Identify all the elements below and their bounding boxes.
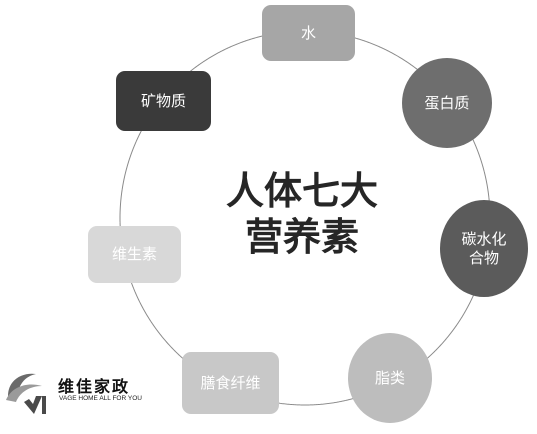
center-title: 人体七大 营养素 [212, 168, 392, 260]
node-vitamin: 维生素 [88, 226, 181, 283]
node-vitamin-label: 维生素 [111, 245, 157, 264]
center-title-line-1: 人体七大 [225, 168, 378, 213]
node-dietary-fiber: 膳食纤维 [182, 352, 279, 414]
node-carbohydrate-label-line-2: 合物 [468, 248, 499, 267]
node-fat: 脂类 [348, 333, 432, 423]
brand-logo-mark-icon [6, 373, 46, 414]
node-water-label: 水 [300, 23, 316, 42]
node-carbohydrate: 碳水化 合物 [440, 200, 528, 297]
brand-logo: 维佳家政 VAGE HOME ALL FOR YOU [0, 360, 180, 420]
brand-name: 维佳家政 [58, 377, 131, 396]
node-mineral: 矿物质 [116, 71, 211, 131]
node-water: 水 [262, 5, 355, 61]
node-carbohydrate-label-line-1: 碳水化 [461, 229, 507, 248]
node-protein-label: 蛋白质 [424, 93, 470, 112]
center-title-line-2: 营养素 [244, 214, 359, 259]
node-mineral-label: 矿物质 [140, 91, 186, 110]
brand-slogan: VAGE HOME ALL FOR YOU [59, 395, 142, 402]
node-protein: 蛋白质 [402, 58, 492, 148]
node-dietary-fiber-label: 膳食纤维 [200, 373, 261, 392]
node-fat-label: 脂类 [374, 368, 405, 387]
